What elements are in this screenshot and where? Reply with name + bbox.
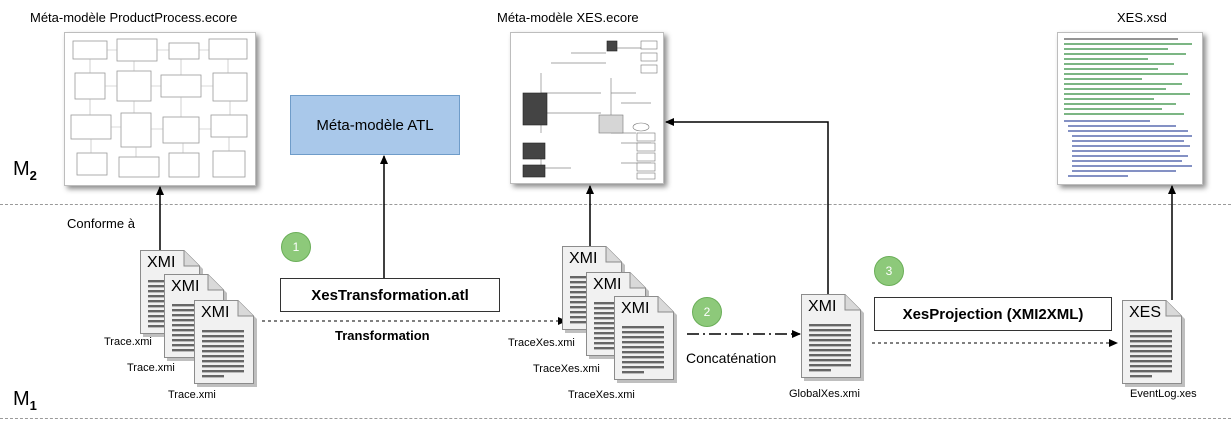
- xes-xsd-title: XES.xsd: [1117, 10, 1167, 25]
- globalxes-file-label: GlobalXes.xmi: [789, 388, 860, 400]
- xes-ecore-title: Méta-modèle XES.ecore: [497, 10, 639, 25]
- doc-type-label: XMI: [621, 300, 650, 317]
- doc-type-label: XMI: [593, 276, 622, 293]
- atl-metamodel-box: Méta-modèle ATL: [290, 95, 460, 155]
- trace-doc-3-icon: XMI: [194, 300, 258, 388]
- doc-type-label: XMI: [147, 254, 176, 271]
- productprocess-title: Méta-modèle ProductProcess.ecore: [30, 10, 238, 25]
- xestransformation-box: XesTransformation.atl: [280, 278, 500, 312]
- atl-metamodel-label: Méta-modèle ATL: [316, 116, 434, 134]
- xes-ecore-diagram-graphic: [522, 40, 658, 180]
- trace-file-label-1: Trace.xmi: [104, 336, 152, 348]
- level-separator-bottom: [0, 418, 1231, 419]
- doc-type-label: XMI: [201, 304, 230, 321]
- level-separator-m2-m1: [0, 204, 1231, 205]
- transformation-label: Transformation: [335, 328, 430, 343]
- xes-xsd-code-graphic: [1064, 38, 1192, 177]
- tracexes-file-label-3: TraceXes.xmi: [568, 389, 635, 401]
- eventlog-doc-icon: XES: [1122, 300, 1186, 388]
- doc-type-label: XMI: [808, 298, 837, 315]
- trace-file-label-2: Trace.xmi: [127, 362, 175, 374]
- step-circle-2: 2: [692, 297, 722, 327]
- conforme-label: Conforme à: [67, 216, 135, 231]
- conforme-arrow-globalxes: [665, 118, 829, 296]
- xesprojection-box: XesProjection (XMI2XML): [874, 297, 1112, 331]
- step-circle-3: 3: [874, 256, 904, 286]
- productprocess-diagram-graphic: [70, 38, 248, 178]
- doc-type-label: XMI: [171, 278, 200, 295]
- productprocess-diagram-image: [64, 32, 256, 186]
- step-circle-1: 1: [281, 232, 311, 262]
- level-m1: M1: [13, 388, 37, 413]
- concatenation-label: Concaténation: [686, 350, 777, 366]
- xes-ecore-diagram-image: [510, 32, 664, 184]
- trace-file-label-3: Trace.xmi: [168, 389, 216, 401]
- tracexes-file-label-1: TraceXes.xmi: [508, 337, 575, 349]
- eventlog-file-label: EventLog.xes: [1130, 388, 1197, 400]
- globalxes-doc-icon: XMI: [801, 294, 865, 382]
- tracexes-doc-3-icon: XMI: [614, 296, 678, 384]
- doc-type-label: XMI: [569, 250, 598, 267]
- tracexes-file-label-2: TraceXes.xmi: [533, 363, 600, 375]
- level-m2: M2: [13, 158, 37, 183]
- xes-xsd-code-image: [1057, 32, 1203, 185]
- doc-type-label: XES: [1129, 304, 1162, 321]
